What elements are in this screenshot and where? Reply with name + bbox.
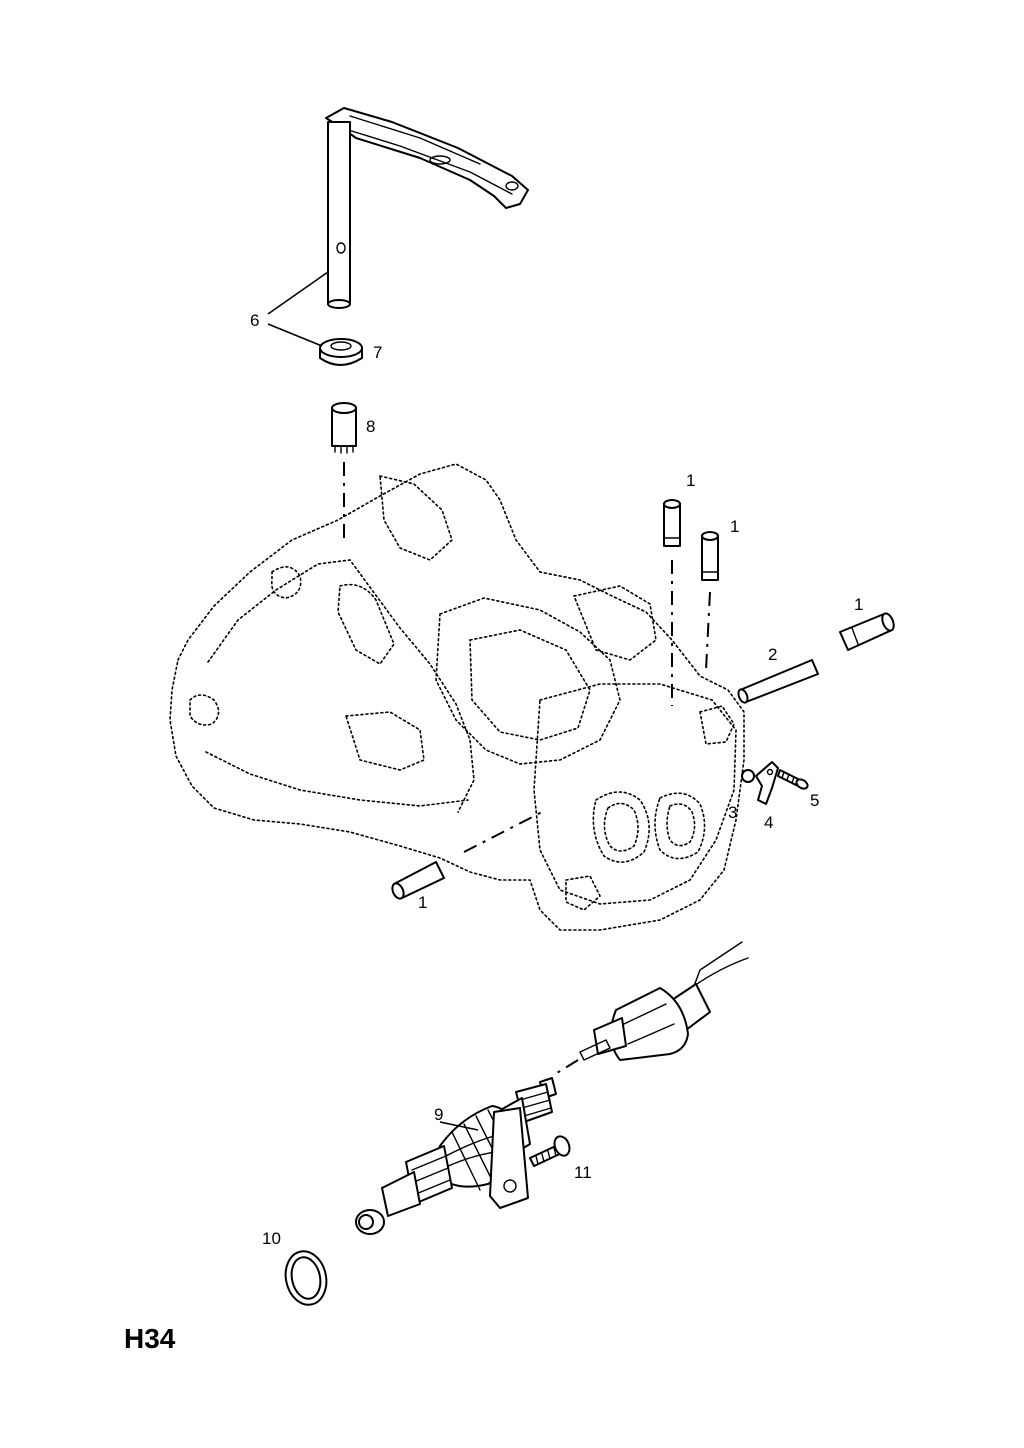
pin-top-right <box>701 531 719 581</box>
callout-4: 4 <box>764 813 773 832</box>
small-bolt <box>777 769 809 790</box>
callout-1-top-right: 1 <box>730 517 739 536</box>
callout-7: 7 <box>373 343 382 362</box>
callout-10: 10 <box>262 1229 281 1248</box>
speedometer-cable <box>579 941 749 1061</box>
shift-rod <box>737 659 819 704</box>
callout-1-right: 1 <box>854 595 863 614</box>
transmission-housing <box>169 463 745 931</box>
speedometer-drive <box>355 1077 557 1235</box>
pin-lower-left <box>391 861 445 900</box>
callout-9: 9 <box>434 1105 443 1124</box>
callout-1-top-left: 1 <box>686 471 695 490</box>
page-id: H34 <box>124 1323 176 1354</box>
pin-top-left <box>663 499 681 547</box>
shift-shaft-assembly <box>325 107 529 309</box>
leader-9 <box>439 1121 479 1131</box>
callout-1-lower-left: 1 <box>418 893 427 912</box>
shaft-seal <box>319 338 363 366</box>
pin-right <box>839 612 895 651</box>
callout-2: 2 <box>768 645 777 664</box>
callout-6: 6 <box>250 311 259 330</box>
callout-11: 11 <box>574 1163 592 1182</box>
leader-6 <box>267 271 329 315</box>
leader-7 <box>267 323 323 347</box>
callout-3: 3 <box>728 803 737 822</box>
bushing <box>331 402 357 454</box>
callout-5: 5 <box>810 791 819 810</box>
callout-8: 8 <box>366 417 375 436</box>
small-ball <box>741 769 755 783</box>
bracket <box>755 761 779 805</box>
speedo-bolt <box>529 1135 571 1167</box>
o-ring <box>284 1250 328 1306</box>
